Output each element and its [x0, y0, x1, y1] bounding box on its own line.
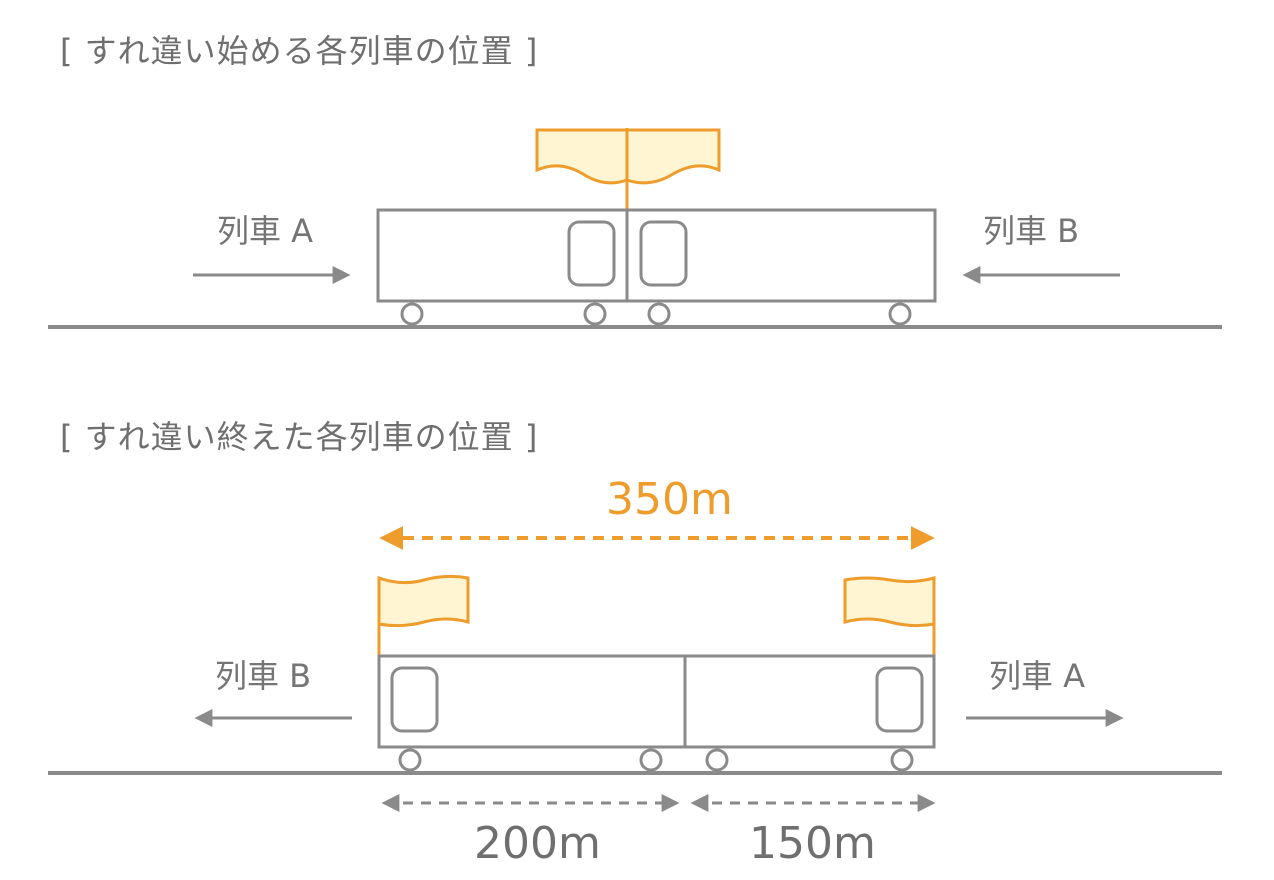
total-length-label: 350m	[606, 474, 733, 525]
wheel	[647, 302, 671, 326]
train-a-window	[875, 666, 924, 733]
scene-end	[48, 526, 1222, 812]
section-title-start: [ すれ違い始める各列車の位置 ]	[60, 32, 539, 70]
wheel	[583, 302, 607, 326]
scene2-right-train-label: 列車 A	[989, 657, 1086, 695]
section-title-end: [ すれ違い終えた各列車の位置 ]	[60, 418, 539, 456]
flag-icon	[843, 576, 936, 628]
wheel	[400, 302, 424, 326]
wheel	[890, 748, 914, 772]
wheel	[639, 748, 663, 772]
train-a-length-label: 150m	[749, 818, 876, 869]
flag-icon	[377, 574, 470, 628]
flag-icon	[625, 128, 721, 185]
wheel	[398, 748, 422, 772]
wheel	[705, 748, 729, 772]
scene2-left-train-label: 列車 B	[215, 657, 312, 695]
train-b-length-label: 200m	[474, 818, 601, 869]
flag-icon	[535, 128, 629, 185]
scene1-left-train-label: 列車 A	[217, 212, 314, 250]
train-b-window	[390, 666, 439, 733]
train-b-window	[639, 220, 688, 287]
wheel	[888, 302, 912, 326]
scene-start	[48, 128, 1222, 329]
scene1-right-train-label: 列車 B	[983, 212, 1080, 250]
train-a-window	[567, 220, 616, 287]
